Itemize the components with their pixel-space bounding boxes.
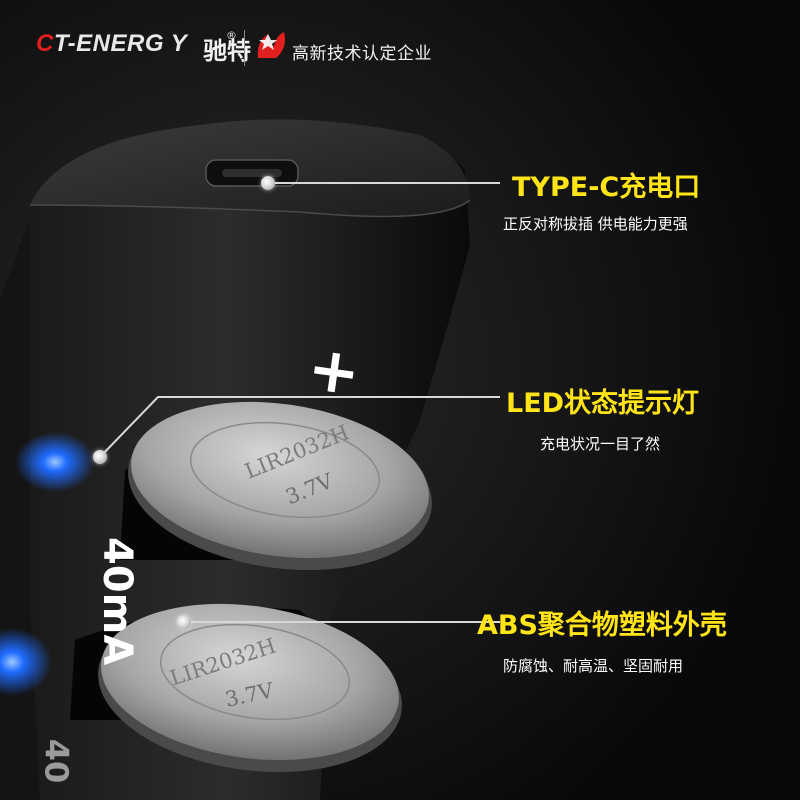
pointer-dot-icon (177, 615, 191, 629)
battery-1 (128, 401, 432, 571)
led-indicator-2 (0, 628, 52, 696)
brand-header: CT-ENERG Y 驰特 ® 高新技术认定企业 (0, 0, 800, 100)
logo-rest: T-ENERG Y (53, 30, 188, 57)
callout-title-shell: ABS聚合物塑料外壳 (477, 610, 727, 641)
callout-title-typec: TYPE-C充电口 (512, 172, 701, 203)
plus-sign: + (303, 330, 365, 411)
battery-2 (98, 603, 402, 773)
callout-lines (99, 182, 500, 623)
pointer-dot-icon (261, 176, 275, 190)
registered-mark: ® (226, 29, 237, 42)
callout-subtitle-typec: 正反对称拔插 供电能力更强 (503, 215, 688, 233)
callout-subtitle-shell: 防腐蚀、耐高温、坚固耐用 (503, 657, 684, 675)
pointer-dot-icon (93, 450, 107, 464)
callout-title-led: LED状态提示灯 (506, 388, 700, 419)
brand-logo: CT-ENERG Y (36, 30, 187, 58)
current-label-partial: 40 (37, 738, 76, 784)
callout-subtitle-led: 充电状况一目了然 (540, 435, 661, 453)
brand-name: 驰特 (203, 37, 251, 65)
certification-label: 高新技术认定企业 (292, 44, 432, 64)
led-indicator-1 (15, 432, 95, 492)
header-divider (244, 30, 245, 66)
logo-prefix: C (36, 30, 54, 57)
flame-star-emblem-icon (257, 32, 285, 58)
current-label: 40mA (94, 537, 140, 666)
